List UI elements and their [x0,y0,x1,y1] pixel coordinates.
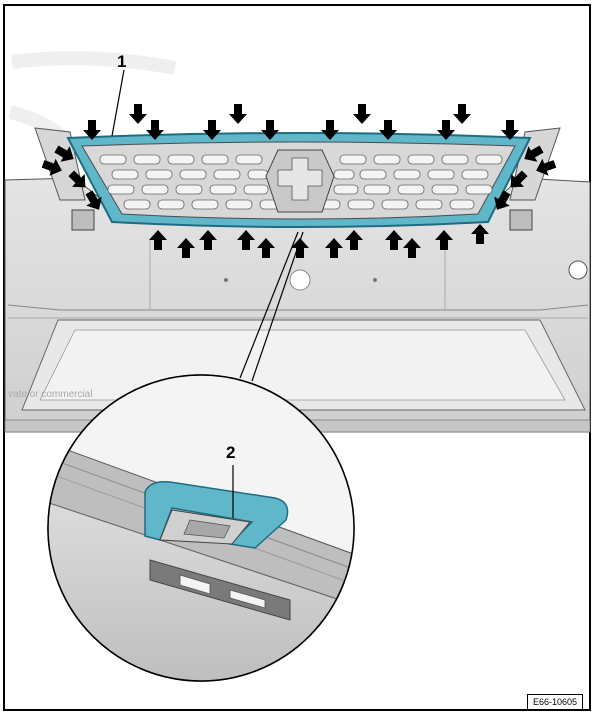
clip-arrows-top [83,104,519,140]
callout-clip-label: 2 [226,443,236,462]
arrow-icon [177,238,195,258]
arrow-icon [403,238,421,258]
arrow-icon [85,190,102,210]
clip-arrows-side [41,145,557,210]
arrow-icon [494,190,511,210]
figure-code: E66-10605 [527,694,583,710]
arrow-icon [291,238,309,258]
arrow-icon [437,120,455,140]
arrow-icon [471,224,489,244]
clip-arrows-bottom [149,224,489,258]
arrow-icon [203,120,221,140]
arrow-icon [41,158,62,176]
arrow-icon [237,230,255,250]
zoom-leader-lines [239,231,304,382]
arrow-icon [536,158,557,176]
arrow-icon [524,145,544,162]
arrow-icon [385,230,403,250]
arrow-icon [257,238,275,258]
arrow-icon [325,238,343,258]
arrow-icon [83,120,101,140]
arrow-icon [501,120,519,140]
arrow-icon [146,120,164,140]
arrow-icon [229,104,247,124]
arrow-icon [453,104,471,124]
retaining-clip-icon [144,480,289,549]
watermark-text: vate or commercial [8,389,93,400]
arrow-icon [353,104,371,124]
arrow-icon [54,145,74,162]
arrow-icon [261,120,279,140]
zoom-detail [47,374,355,682]
callout-1-leader [111,69,125,137]
arrow-icon [129,104,147,124]
arrow-icon [510,170,528,188]
callout-grille-label: 1 [117,52,127,71]
arrow-icon [345,230,363,250]
arrow-icon [379,120,397,140]
arrow-icon [435,230,453,250]
arrow-icon [68,170,86,188]
arrow-icon [321,120,339,140]
arrow-icon [149,230,167,250]
arrow-icon [199,230,217,250]
radiator-grille [66,132,532,228]
